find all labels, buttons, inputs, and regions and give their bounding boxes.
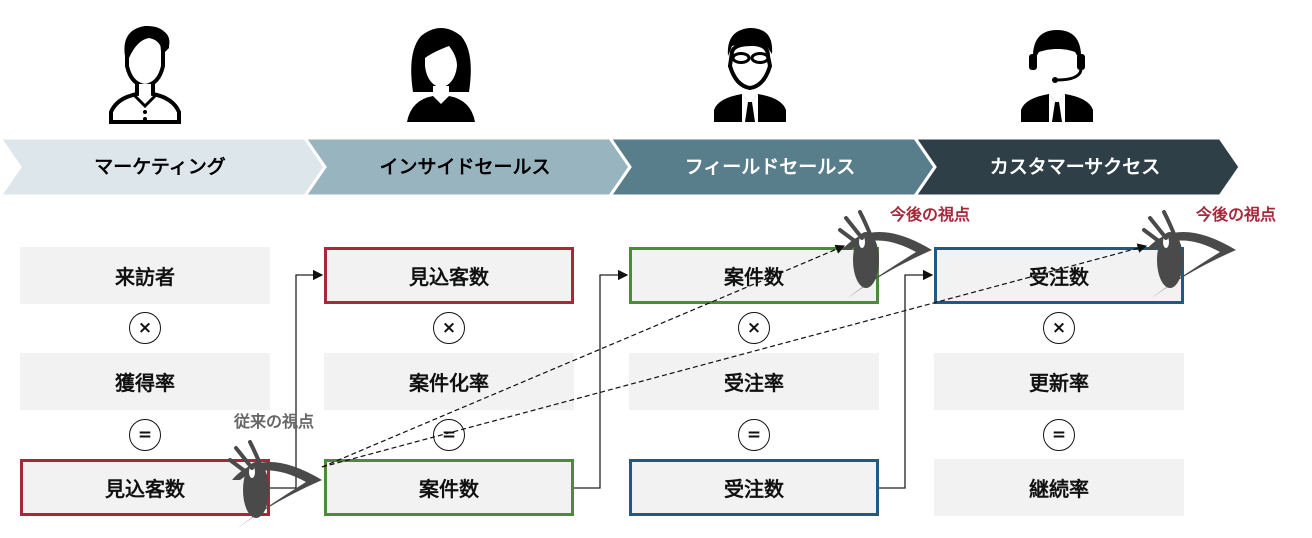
stage-chevron-band — [0, 138, 1242, 196]
stage-label-inside-sales: インサイドセールス — [379, 156, 551, 178]
multiply-operator: × — [738, 312, 770, 344]
customer-success-avatar-icon — [1021, 30, 1093, 122]
metric-box-visitors: 来訪者 — [20, 247, 270, 304]
metric-box-opportunities: 案件数 — [629, 247, 879, 304]
metric-box-prospects: 見込客数 — [20, 459, 270, 516]
metric-box-prospects: 見込客数 — [324, 247, 574, 304]
connector-col3-to-col4 — [879, 269, 934, 489]
multiply-operator: × — [433, 312, 465, 344]
equals-operator: = — [129, 419, 161, 451]
marketer-avatar-icon — [109, 25, 181, 124]
equals-operator: = — [1043, 419, 1075, 451]
equals-operator: = — [433, 419, 465, 451]
stage-chevron-customer-success — [913, 138, 1242, 196]
future-view-label-field-sales: 今後の視点 — [890, 205, 971, 224]
multiply-operator: × — [1043, 312, 1075, 344]
metric-box-opportunities: 案件数 — [324, 459, 574, 516]
stage-chevron-inside-sales — [303, 138, 632, 196]
metric-box-opportunity-rate: 案件化率 — [324, 353, 574, 410]
metric-box-orders: 受注数 — [629, 459, 879, 516]
connector-col2-to-col3 — [574, 269, 629, 489]
stage-label-customer-success: カスタマーサクセス — [989, 156, 1161, 178]
equals-operator: = — [738, 419, 770, 451]
future-view-label-customer-success: 今後の視点 — [1196, 205, 1277, 224]
metric-box-win-rate: 受注率 — [629, 353, 879, 410]
stage-chevron-field-sales — [608, 138, 937, 196]
multiply-operator: × — [129, 312, 161, 344]
metric-box-renewal-rate: 更新率 — [934, 353, 1184, 410]
connector-col1-to-col2 — [270, 269, 324, 489]
metric-box-acquisition-rate: 獲得率 — [20, 353, 270, 410]
stage-label-marketing: マーケティング — [94, 156, 226, 178]
stage-label-field-sales: フィールドセールス — [684, 156, 856, 178]
metric-box-orders: 受注数 — [934, 247, 1184, 304]
past-view-label: 従来の視点 — [234, 412, 315, 431]
field-sales-avatar-icon — [714, 28, 786, 122]
inside-sales-avatar-icon — [407, 28, 475, 122]
stage-chevron-marketing — [0, 138, 327, 196]
metric-box-retention-rate: 継続率 — [934, 459, 1184, 516]
